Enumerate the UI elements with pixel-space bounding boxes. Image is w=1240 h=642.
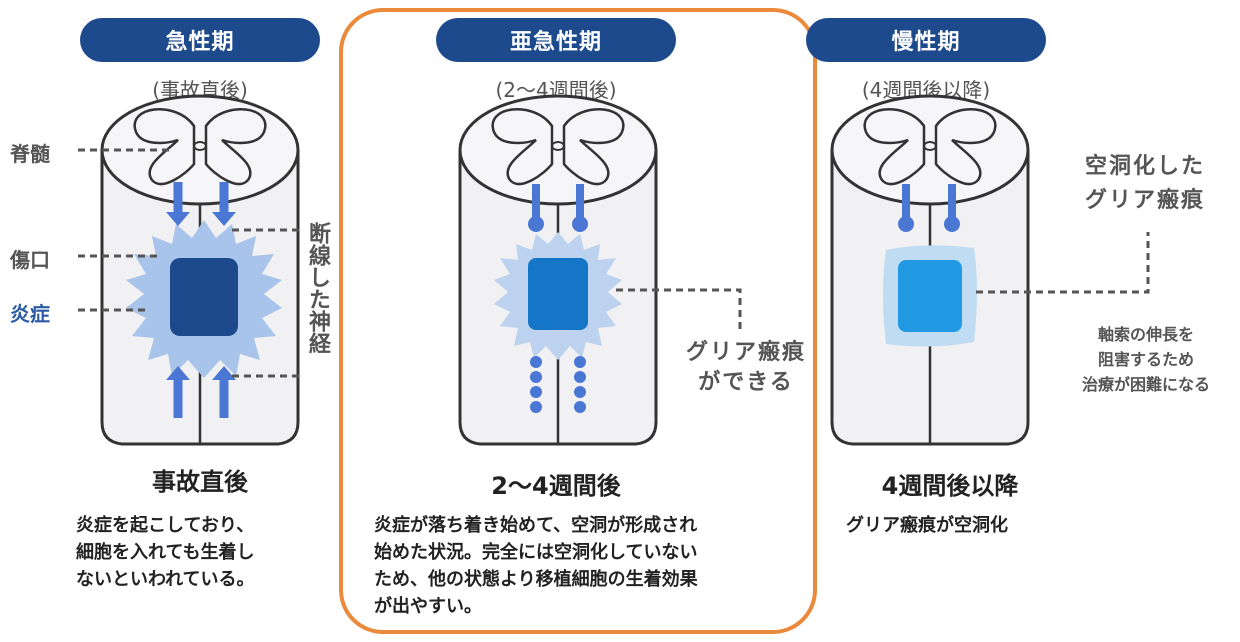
label-spinal-cord: 脊髄 (10, 142, 50, 166)
stage-acute-description: 炎症を起こしており、 細胞を入れても生着し ないといわれている。 (76, 515, 255, 590)
stage-acute-pill: 急性期 (80, 18, 320, 62)
acute-inflammation (126, 220, 282, 378)
label-severed-nerve: 断線した神経 (305, 222, 330, 354)
stage-chronic-heading: 4週間後以降 (881, 472, 1019, 500)
label-wound: 傷口 (10, 248, 50, 272)
label-axon-note: 軸索の伸長を 阻害するため 治療が困難になる (1081, 325, 1210, 394)
stage-chronic-description: グリア瘢痕が空洞化 (846, 515, 1008, 536)
chronic-nerve-endings (898, 184, 960, 232)
subacute-nerve-endings (528, 184, 588, 413)
label-cavitated-glial-scar: 空洞化した グリア瘢痕 (1084, 154, 1205, 213)
stage-chronic-pill: 慢性期 (806, 18, 1046, 62)
stage-subacute-pill: 亜急性期 (436, 18, 676, 62)
stage-subacute-description: 炎症が落ち着き始めて、空洞が形成され 始めた状況。完全には空洞化していない ため… (374, 515, 698, 617)
label-glial-scar-forms: グリア瘢痕 ができる (685, 340, 806, 395)
stage-acute-heading: 事故直後 (152, 468, 248, 496)
stage-subacute-heading: 2〜4週間後 (491, 472, 621, 500)
subacute-glial-scar (494, 232, 622, 360)
leader-lines (78, 148, 1150, 378)
chronic-cavity (883, 245, 977, 347)
acute-nerve-arrows (166, 182, 236, 418)
subacute-highlight-frame (339, 8, 817, 634)
label-inflammation: 炎症 (10, 302, 50, 326)
